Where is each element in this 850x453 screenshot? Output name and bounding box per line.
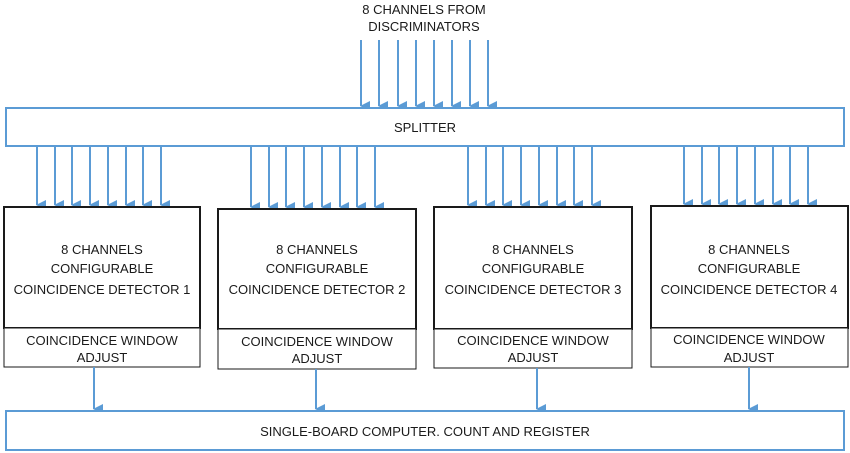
- detector-4-line3: COINCIDENCE DETECTOR 4: [661, 282, 838, 297]
- detector-3-adjust-box: [433, 328, 633, 369]
- detector-1-line1: 8 CHANNELS: [61, 242, 143, 257]
- detector-1-adjust-line1: COINCIDENCE WINDOW: [26, 333, 178, 348]
- detector-2-adjust-line1: COINCIDENCE WINDOW: [241, 334, 393, 349]
- detector-3-adjust-line1: COINCIDENCE WINDOW: [457, 333, 609, 348]
- detector-1-line3: COINCIDENCE DETECTOR 1: [14, 282, 191, 297]
- detector-3-adjust-line2: ADJUST: [508, 350, 559, 365]
- detector-2-adjust-line2: ADJUST: [292, 351, 343, 366]
- detector-1-adjust-box: [3, 327, 201, 368]
- detector-1: 8 CHANNELS CONFIGURABLE COINCIDENCE DETE…: [3, 206, 201, 368]
- detector-3-line1: 8 CHANNELS: [492, 242, 574, 257]
- detector-4-line1: 8 CHANNELS: [708, 242, 790, 257]
- input-label-line2: DISCRIMINATORS: [368, 19, 480, 34]
- detector-2-line1: 8 CHANNELS: [276, 242, 358, 257]
- splitter-box: [5, 107, 845, 147]
- input-arrows: [360, 40, 497, 111]
- detector-1-adjust-line2: ADJUST: [77, 350, 128, 365]
- detector-3: 8 CHANNELS CONFIGURABLE COINCIDENCE DETE…: [433, 206, 633, 369]
- detector-4-adjust-line2: ADJUST: [724, 350, 775, 365]
- input-label-line1: 8 CHANNELS FROM: [362, 2, 486, 17]
- detector-3-box: [433, 206, 633, 330]
- detector-1-box: [3, 206, 201, 329]
- detector-2-line2: CONFIGURABLE: [266, 261, 369, 276]
- detector-2-line3: COINCIDENCE DETECTOR 2: [229, 282, 406, 297]
- detector-4-adjust-box: [650, 327, 849, 368]
- detector-4: 8 CHANNELS CONFIGURABLE COINCIDENCE DETE…: [650, 205, 849, 368]
- computer-label: SINGLE-BOARD COMPUTER. COUNT AND REGISTE…: [260, 424, 590, 439]
- detector-3-line3: COINCIDENCE DETECTOR 3: [445, 282, 622, 297]
- detector-2-adjust-box: [217, 328, 417, 370]
- detector-3-line2: CONFIGURABLE: [482, 261, 585, 276]
- computer-box: [5, 410, 845, 451]
- detector-4-adjust-line1: COINCIDENCE WINDOW: [673, 332, 825, 347]
- detector-output-arrows: [93, 367, 758, 414]
- detector-4-line2: CONFIGURABLE: [698, 261, 801, 276]
- splitter-output-arrows: [36, 146, 817, 212]
- detector-2: 8 CHANNELS CONFIGURABLE COINCIDENCE DETE…: [217, 208, 417, 370]
- detector-1-line2: CONFIGURABLE: [51, 261, 154, 276]
- detector-2-box: [217, 208, 417, 330]
- splitter-label: SPLITTER: [394, 120, 456, 135]
